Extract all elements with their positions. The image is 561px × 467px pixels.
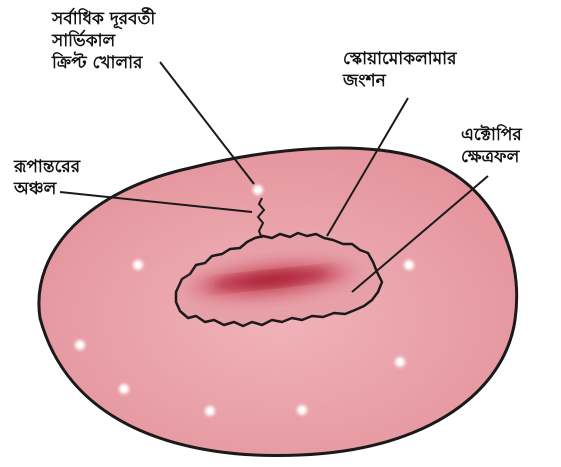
label-squamocolumnar-junction-line2: জংশন [343,70,456,92]
label-transformation-zone-line2: অঞ্চল [14,178,80,200]
label-crypt-opening-line3: ক্রিপ্ট খোলার [52,52,155,74]
crypt-dot [75,340,85,350]
crypt-dot [205,406,215,416]
crypt-dot [119,384,129,394]
label-ectopy-area-line1: এক্টোপির [461,124,522,146]
label-crypt-opening: সর্বাধিক দূরবর্তী সার্ভিকাল ক্রিপ্ট খোলা… [52,8,155,74]
label-crypt-opening-line2: সার্ভিকাল [52,30,155,52]
label-squamocolumnar-junction: স্কোয়ামোকলামার জংশন [343,48,456,92]
crypt-dot [297,405,307,415]
crypt-dot [404,260,414,270]
label-squamocolumnar-junction-line1: স্কোয়ামোকলামার [343,48,456,70]
label-transformation-zone: রূপান্তরের অঞ্চল [14,156,80,200]
label-ectopy-area: এক্টোপির ক্ষেত্রফল [461,124,522,168]
label-transformation-zone-line1: রূপান্তরের [14,156,80,178]
label-ectopy-area-line2: ক্ষেত্রফল [461,146,522,168]
crypt-dot [395,357,405,367]
crypt-dot [133,260,143,270]
label-crypt-opening-line1: সর্বাধিক দূরবর্তী [52,8,155,30]
crypt-dot [253,185,263,195]
